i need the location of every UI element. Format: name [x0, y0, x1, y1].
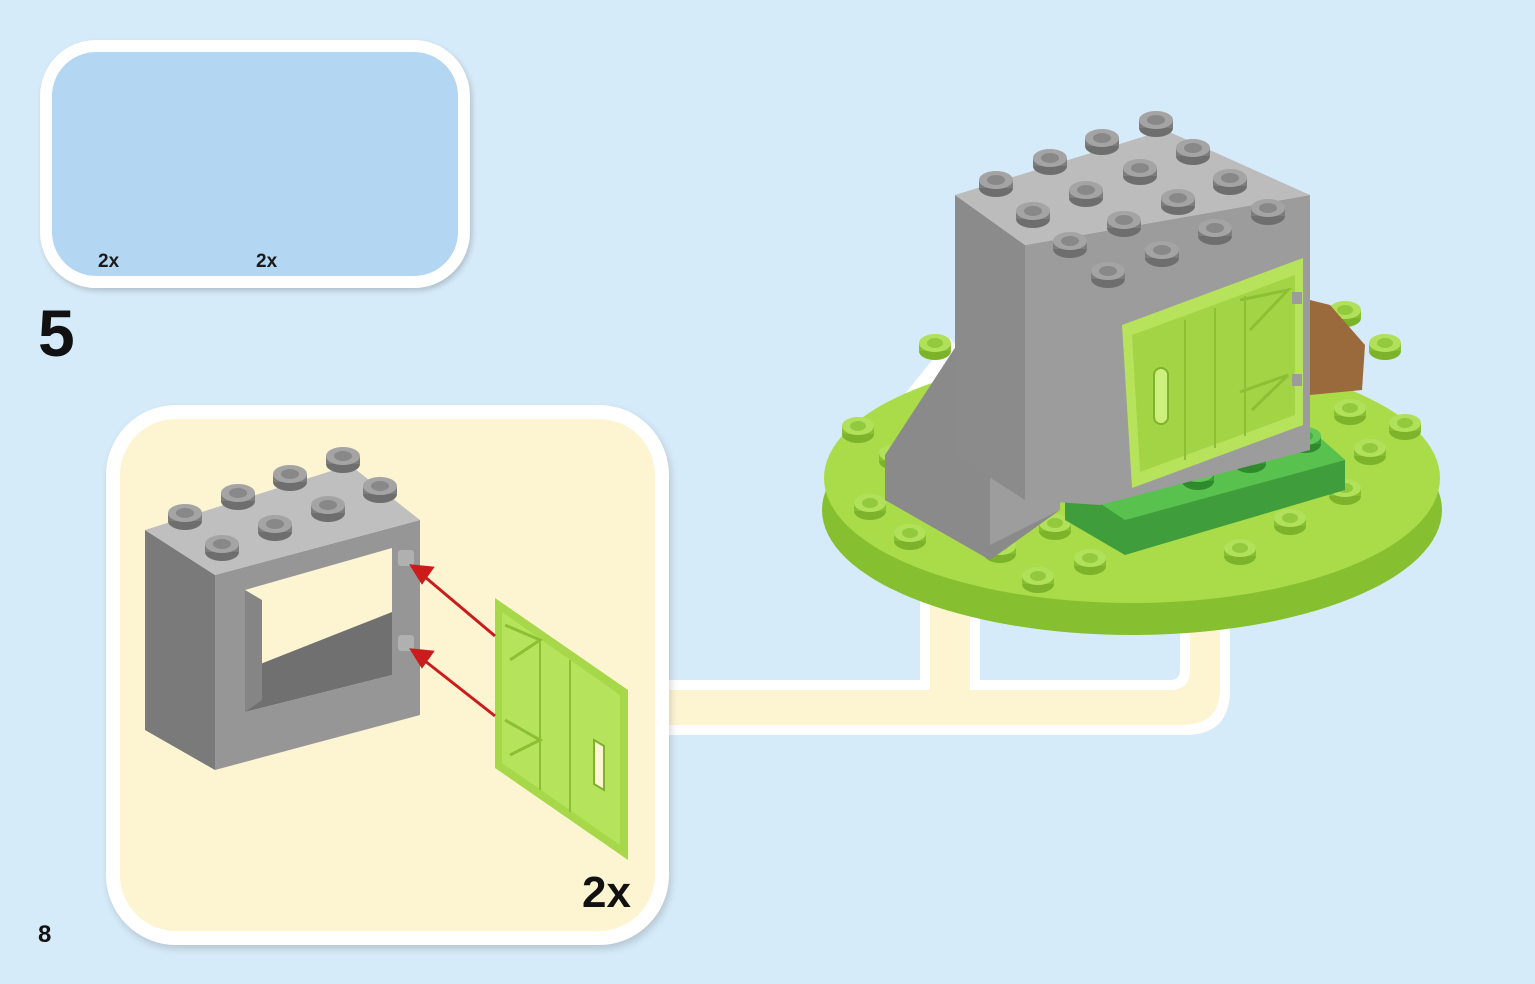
door-quantity-label: 2x [98, 251, 120, 272]
grey-window-frame-large [145, 447, 420, 770]
page-number: 8 [38, 921, 52, 948]
sub-assembly-quantity: 2x [582, 868, 631, 917]
parts-list-panel [40, 40, 470, 288]
assembly-arrows [409, 564, 496, 718]
frame-quantity-label: 2x [256, 251, 278, 272]
lime-door-large [495, 598, 628, 860]
step-number: 5 [38, 296, 75, 370]
model-illustration [822, 111, 1442, 635]
